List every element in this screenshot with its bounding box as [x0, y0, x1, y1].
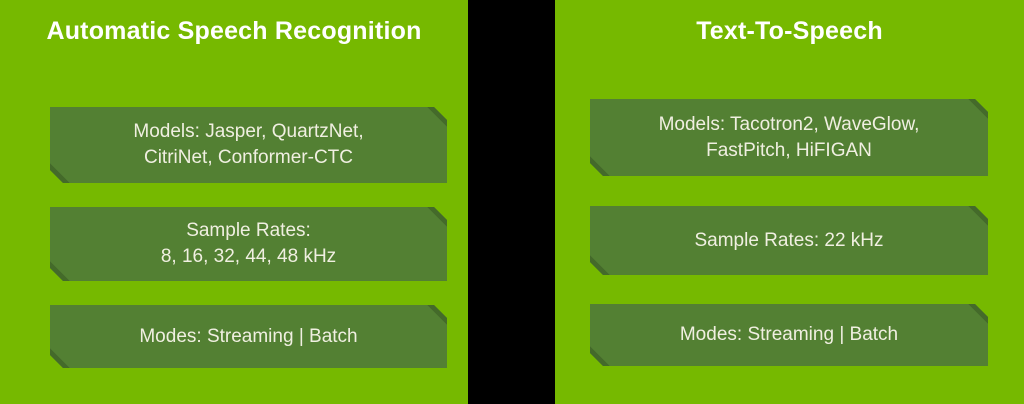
box-text-line: Models: Tacotron2, WaveGlow,	[658, 113, 920, 135]
asr-modes-box: Modes: Streaming | Batch	[50, 305, 447, 368]
box-text-line: Sample Rates:	[186, 220, 311, 241]
asr-panel-title: Automatic Speech Recognition	[46, 17, 422, 45]
tts-panel-title: Text-To-Speech	[696, 17, 883, 45]
tts-sample-rates-box: Sample Rates: 22 kHz	[590, 206, 988, 275]
box-text-line: FastPitch, HiFIGAN	[706, 139, 872, 161]
tts-models-box: Models: Tacotron2, WaveGlow, FastPitch, …	[590, 99, 988, 176]
box-text-line: Sample Rates: 22 kHz	[694, 229, 884, 251]
tts-panel: Text-To-Speech Models: Tacotron2, WaveGl…	[555, 0, 1024, 404]
asr-panel: Automatic Speech Recognition Models: Jas…	[0, 0, 468, 404]
asr-sample-rates-box: Sample Rates: 8, 16, 32, 44, 48 kHz	[50, 207, 447, 281]
box-text-line: Modes: Streaming | Batch	[139, 325, 358, 347]
box-text-line: Modes: Streaming | Batch	[679, 324, 899, 345]
box-text-line: Models: Jasper, QuartzNet,	[133, 121, 364, 142]
asr-models-box: Models: Jasper, QuartzNet, CitriNet, Con…	[50, 107, 447, 183]
tts-modes-box: Modes: Streaming | Batch	[590, 304, 988, 366]
box-text-line: 8, 16, 32, 44, 48 kHz	[160, 246, 337, 267]
box-text-line: CitriNet, Conformer-CTC	[143, 147, 354, 168]
